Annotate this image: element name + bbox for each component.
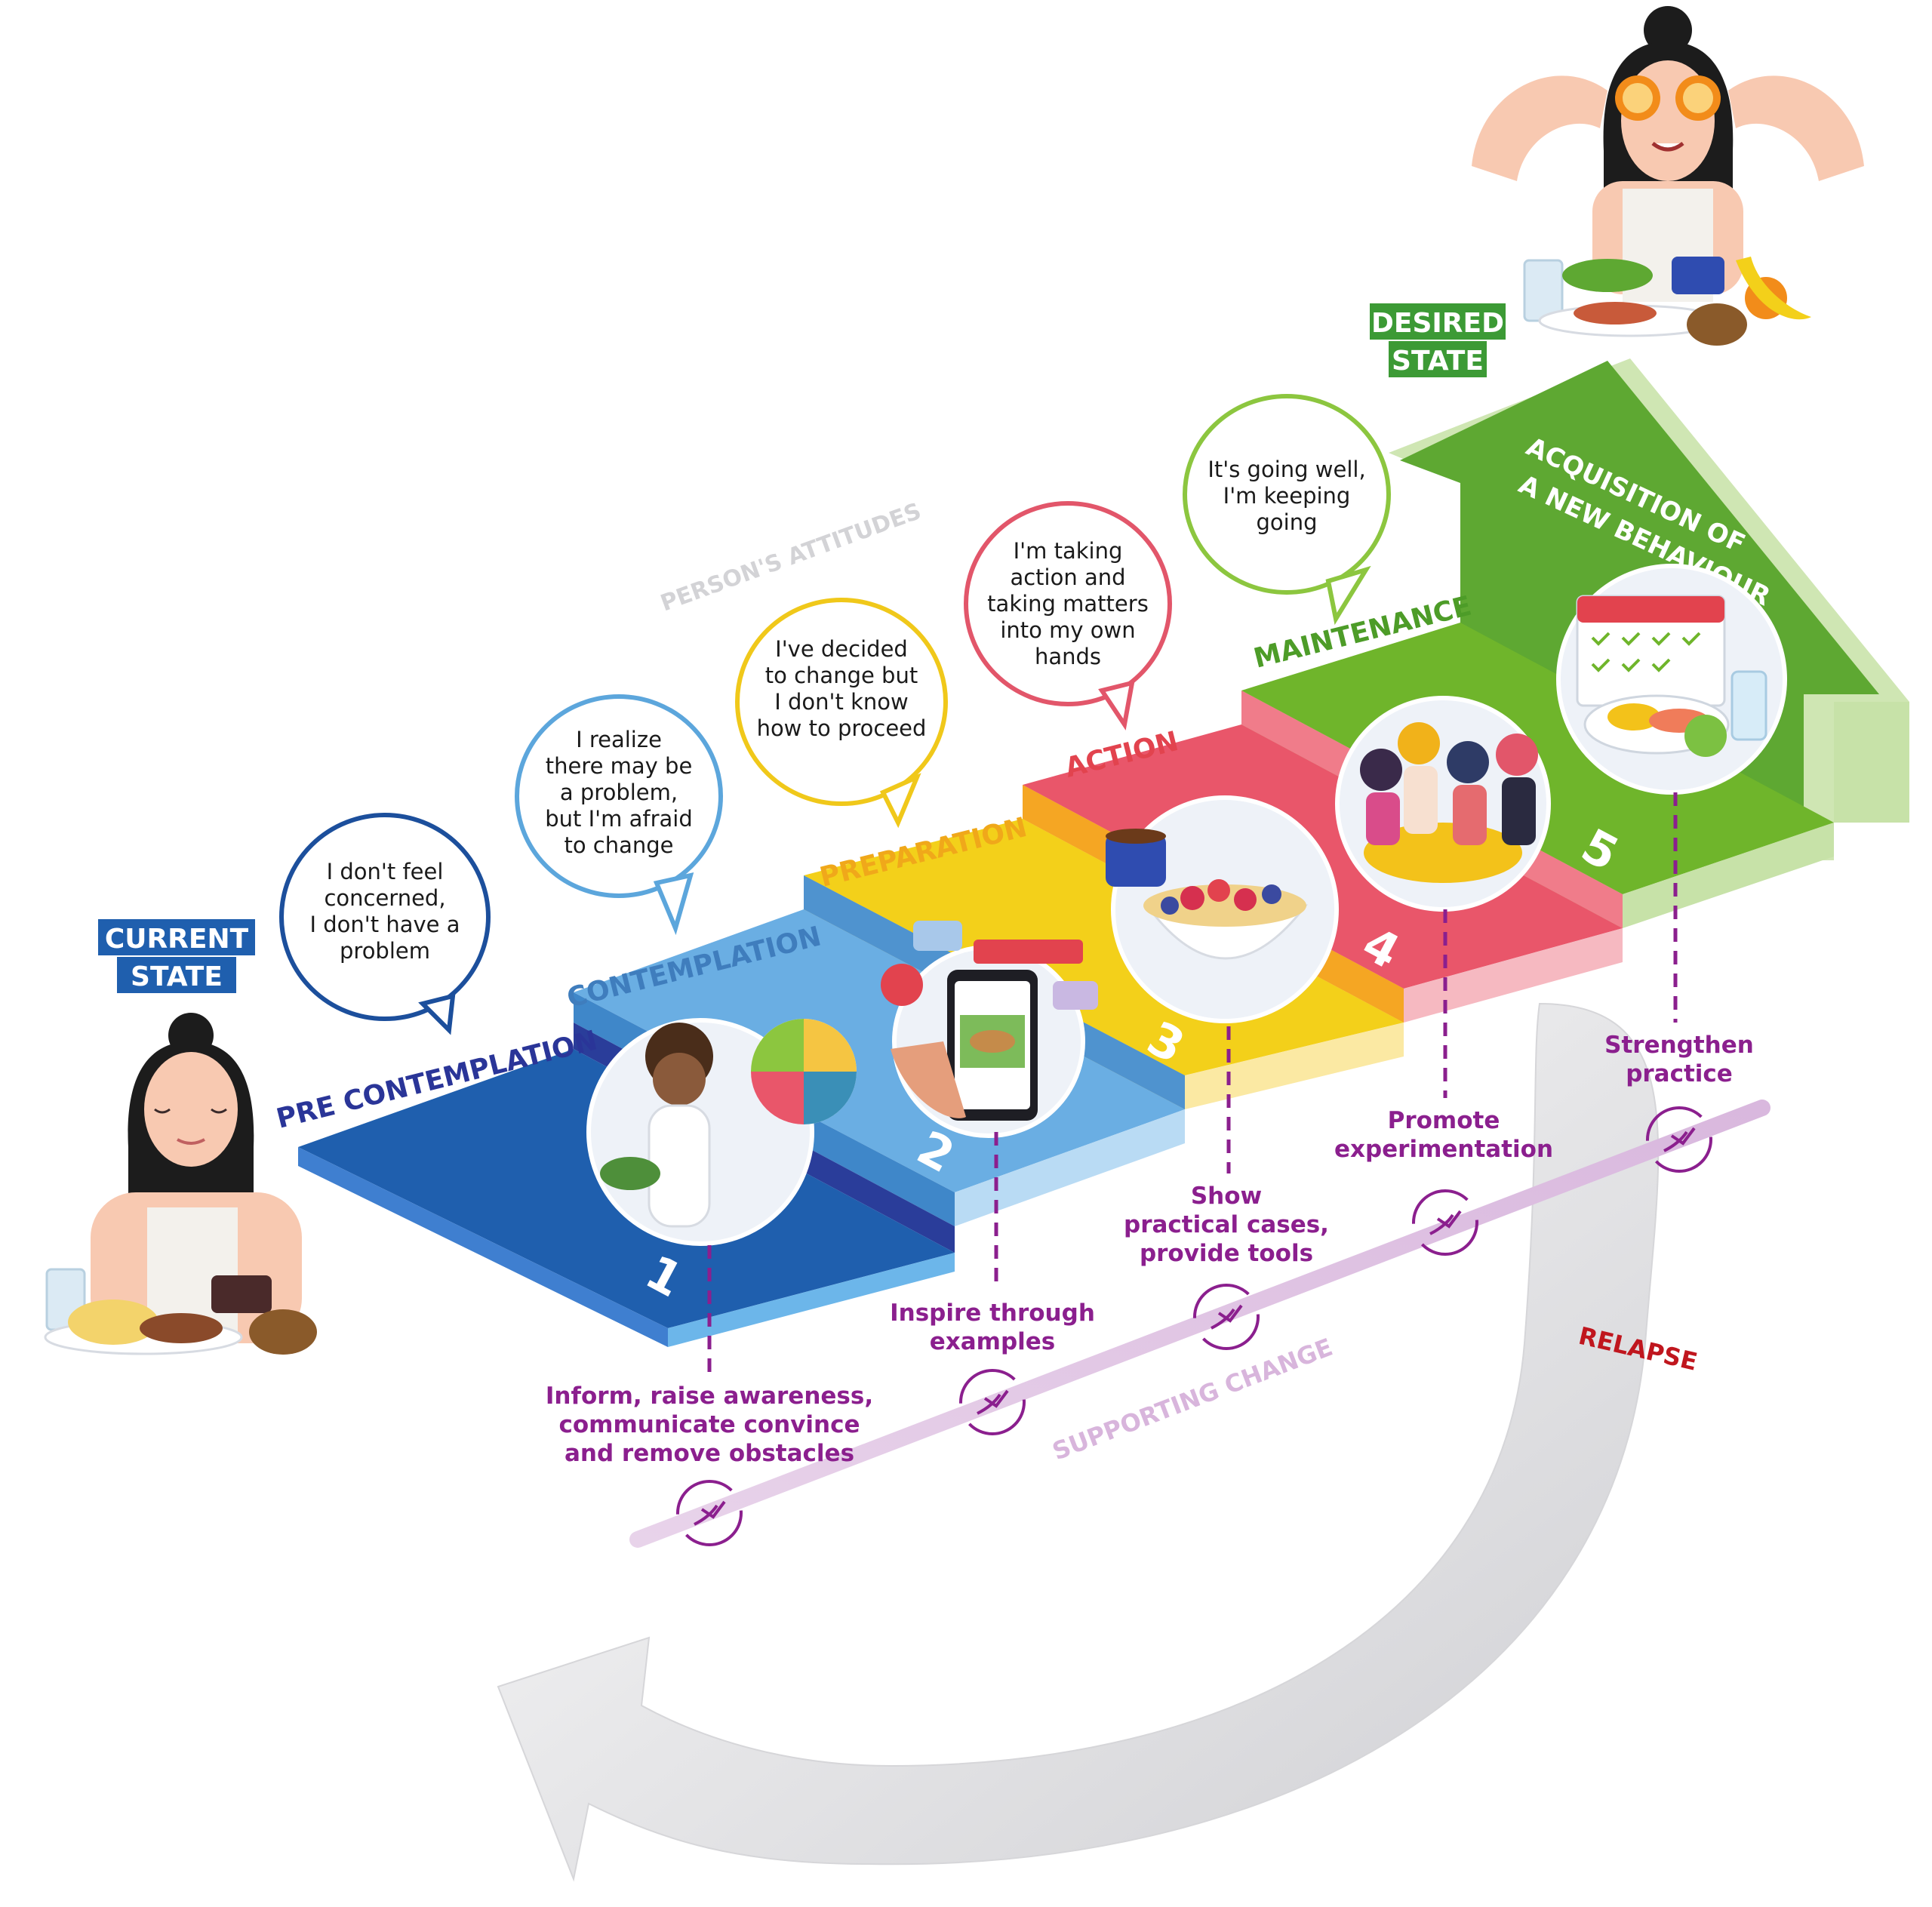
woman-current-illustration — [44, 1013, 317, 1355]
svg-text:I don't know: I don't know — [774, 689, 909, 715]
phone-social-illustration — [881, 921, 1098, 1138]
svg-text:experimentation: experimentation — [1334, 1136, 1553, 1163]
bubble-5: It's going well, I'm keeping going — [1183, 394, 1391, 626]
hand-heart-icon — [1193, 1284, 1260, 1350]
svg-text:taking matters: taking matters — [987, 591, 1149, 617]
woman-desired-illustration — [1472, 6, 1864, 346]
current-state-badge: CURRENT STATE — [98, 919, 255, 993]
svg-text:into my own: into my own — [1000, 617, 1135, 643]
svg-text:DESIRED: DESIRED — [1371, 308, 1504, 339]
svg-text:I'm taking: I'm taking — [1014, 538, 1123, 564]
svg-text:STATE: STATE — [131, 961, 223, 992]
svg-text:It's going well,: It's going well, — [1208, 457, 1365, 482]
hand-heart-icon — [676, 1480, 743, 1546]
svg-text:there may be: there may be — [546, 753, 693, 779]
svg-text:communicate convince: communicate convince — [558, 1411, 860, 1438]
svg-text:practical cases,: practical cases, — [1124, 1211, 1329, 1238]
bubble-2: I realize there may be a problem, but I'… — [515, 694, 723, 936]
svg-text:I don't feel: I don't feel — [327, 859, 444, 884]
svg-text:concerned,: concerned, — [324, 885, 445, 911]
svg-text:CURRENT: CURRENT — [105, 924, 249, 955]
svg-text:Show: Show — [1191, 1183, 1262, 1210]
doctor-illustration — [586, 1018, 857, 1246]
relapse-arrow — [497, 1002, 1660, 1882]
desired-state-badge: DESIRED STATE — [1370, 303, 1506, 377]
bubble-3: I've decided to change but I don't know … — [735, 598, 948, 829]
svg-text:to change but: to change but — [765, 663, 918, 688]
svg-text:I don't have a: I don't have a — [309, 912, 460, 937]
support-4: Promote experimentation — [1334, 1107, 1553, 1163]
svg-text:Inform, raise awareness,: Inform, raise awareness, — [546, 1383, 873, 1410]
support-1: Inform, raise awareness, communicate con… — [546, 1383, 873, 1467]
svg-text:to change: to change — [564, 832, 673, 858]
svg-text:problem: problem — [340, 938, 430, 964]
svg-text:Strengthen: Strengthen — [1604, 1032, 1754, 1059]
svg-text:action and: action and — [1010, 564, 1125, 590]
svg-text:a problem,: a problem, — [560, 780, 678, 805]
calendar-plate-illustration — [1556, 564, 1787, 795]
svg-text:examples: examples — [930, 1328, 1056, 1355]
hand-heart-icon — [959, 1369, 1026, 1435]
supporting-change-label: SUPPORTING CHANGE — [1048, 1333, 1337, 1466]
friends-meal-illustration — [1335, 696, 1551, 912]
bubble-1: I don't feel concerned, I don't have a p… — [279, 813, 491, 1035]
svg-text:Inspire through: Inspire through — [890, 1300, 1095, 1327]
svg-text:I realize: I realize — [576, 727, 662, 752]
hand-heart-icon — [1412, 1189, 1478, 1256]
hand-heart-icon — [1646, 1106, 1712, 1173]
svg-text:going: going — [1257, 509, 1318, 535]
svg-text:but I'm afraid: but I'm afraid — [545, 806, 693, 832]
svg-text:STATE: STATE — [1392, 346, 1484, 377]
svg-text:practice: practice — [1626, 1060, 1733, 1087]
support-5: Strengthen practice — [1604, 1032, 1754, 1087]
support-connectors — [707, 792, 1678, 1373]
breakfast-bowl-illustration — [1106, 795, 1339, 1023]
supporting-change-line — [629, 1100, 1770, 1548]
svg-text:Promote: Promote — [1388, 1107, 1500, 1134]
svg-text:I'm keeping: I'm keeping — [1223, 483, 1351, 509]
svg-text:hands: hands — [1035, 644, 1101, 669]
bubble-4: I'm taking action and taking matters int… — [964, 501, 1172, 731]
attitudes-label: PERSON'S ATTITUDES — [657, 498, 925, 617]
support-3: Show practical cases, provide tools — [1124, 1183, 1329, 1267]
support-2: Inspire through examples — [890, 1300, 1095, 1355]
svg-text:how to proceed: how to proceed — [757, 715, 927, 741]
svg-text:and remove obstacles: and remove obstacles — [565, 1440, 854, 1467]
svg-text:I've decided: I've decided — [775, 636, 908, 662]
svg-text:provide tools: provide tools — [1140, 1240, 1313, 1267]
